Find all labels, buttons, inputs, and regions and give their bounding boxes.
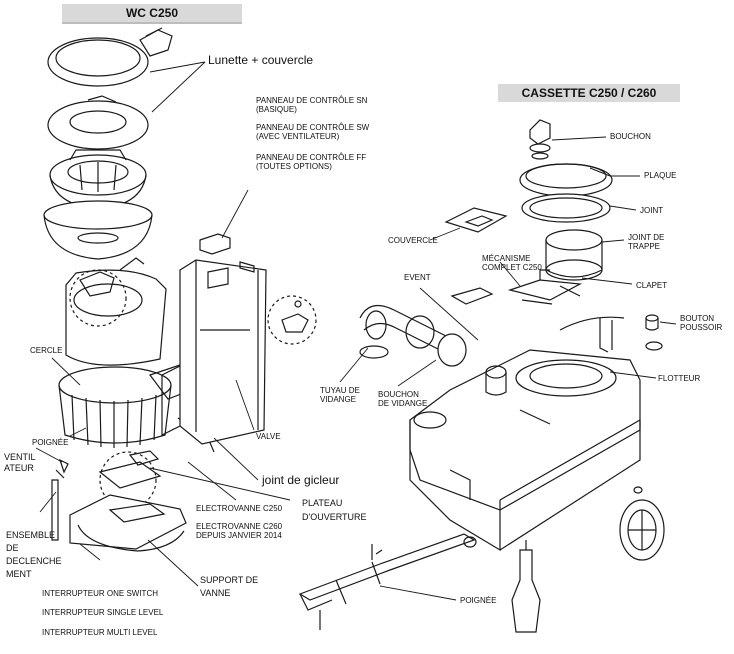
label-panneau-sn: PANNEAU DE CONTRÔLE SN bbox=[256, 96, 368, 105]
label-panneau-ff-sub: (TOUTES OPTIONS) bbox=[256, 162, 332, 171]
label-interrupteur-single: INTERRUPTEUR SINGLE LEVEL bbox=[42, 608, 164, 617]
label-support-cont: VANNE bbox=[200, 588, 231, 598]
seat-ring-part bbox=[47, 95, 149, 150]
label-ensemble-3: DECLENCHE bbox=[6, 556, 62, 566]
label-electrovanne-c250: ELECTROVANNE C250 bbox=[196, 504, 283, 513]
hatch-seal-part bbox=[545, 229, 603, 281]
label-ventilateur: VENTIL bbox=[4, 452, 36, 462]
cassette-tank-part bbox=[409, 349, 641, 552]
label-bouton: BOUTON bbox=[680, 314, 715, 323]
label-tuyau-cont: VIDANGE bbox=[320, 395, 357, 404]
bowl-top-part bbox=[49, 149, 147, 210]
label-joint-gicleur: joint de gicleur bbox=[262, 473, 340, 487]
push-button-part bbox=[645, 314, 663, 351]
label-electrovanne-c260-date: DEPUIS JANVIER 2014 bbox=[196, 531, 282, 540]
label-support: SUPPORT DE bbox=[200, 575, 259, 585]
wc-header: WC C250 bbox=[62, 4, 242, 22]
label-flotteur: FLOTTEUR bbox=[658, 374, 701, 383]
label-valve: VALVE bbox=[256, 432, 281, 441]
label-poignee-right: POIGNÉE bbox=[460, 596, 497, 605]
label-ventilateur-cont: ATEUR bbox=[4, 463, 34, 473]
label-ensemble: ENSEMBLE bbox=[6, 530, 56, 540]
seal-part bbox=[521, 193, 611, 223]
lid-part bbox=[444, 207, 508, 233]
handle-part bbox=[298, 533, 477, 630]
bowl-part bbox=[43, 200, 153, 260]
label-bouchon: BOUCHON bbox=[610, 132, 651, 141]
panel-switch-part bbox=[199, 233, 231, 255]
wc-header-rule bbox=[62, 22, 242, 24]
lever-part bbox=[511, 549, 541, 633]
opening-plate-part bbox=[69, 450, 187, 552]
label-bouchon-vidange: BOUCHON bbox=[378, 390, 419, 399]
trigger-assembly-part bbox=[51, 479, 59, 541]
label-plaque: PLAQUE bbox=[644, 171, 677, 180]
label-panneau-ff: PANNEAU DE CONTRÔLE FF bbox=[256, 153, 367, 162]
label-poignee-left: POIGNÉE bbox=[32, 438, 69, 447]
label-interrupteur-one: INTERRUPTEUR ONE SWITCH bbox=[42, 589, 158, 598]
label-tuyau: TUYAU DE bbox=[320, 386, 360, 395]
cassette-header: CASSETTE C250 / C260 bbox=[498, 84, 680, 102]
seat-cover-part bbox=[47, 27, 173, 87]
label-plateau: PLATEAU bbox=[302, 498, 343, 508]
label-joint-trappe-cont: TRAPPE bbox=[628, 242, 661, 251]
vent-part bbox=[450, 287, 494, 305]
wheel-part bbox=[619, 486, 665, 561]
control-panel-part bbox=[179, 259, 267, 445]
label-joint-trappe: JOINT DE bbox=[628, 233, 665, 242]
label-mecanisme: MÉCANISME bbox=[482, 254, 531, 263]
cap-part bbox=[529, 119, 551, 160]
label-interrupteur-multi: INTERRUPTEUR MULTI LEVEL bbox=[42, 628, 158, 637]
valve-flap-part bbox=[559, 316, 625, 331]
plate-part bbox=[519, 163, 613, 197]
label-panneau-sw-sub: (AVEC VENTILATEUR) bbox=[256, 132, 340, 141]
toilet-body-part bbox=[65, 257, 167, 366]
label-cercle: CERCLE bbox=[30, 346, 63, 355]
label-ensemble-2: DE bbox=[6, 543, 19, 553]
label-bouchon-vidange-cont: DE VIDANGE bbox=[378, 399, 428, 408]
label-couvercle: COUVERCLE bbox=[388, 236, 438, 245]
base-ring-part bbox=[58, 364, 195, 448]
label-lunette: Lunette + couvercle bbox=[208, 53, 314, 67]
label-electrovanne-c260: ELECTROVANNE C260 bbox=[196, 522, 283, 531]
label-joint: JOINT bbox=[640, 206, 664, 215]
label-ensemble-4: MENT bbox=[6, 569, 32, 579]
label-clapet: CLAPET bbox=[636, 281, 668, 290]
label-panneau-sw: PANNEAU DE CONTRÔLE SW bbox=[256, 123, 370, 132]
label-panneau-sn-sub: (BASIQUE) bbox=[256, 105, 297, 114]
label-mecanisme-cont: COMPLET C250 bbox=[482, 263, 542, 272]
mechanism-part bbox=[507, 269, 583, 305]
label-bouton-cont: POUSSOIR bbox=[680, 323, 723, 332]
label-plateau-cont: D'OUVERTURE bbox=[302, 512, 367, 522]
drain-tube-part bbox=[359, 304, 467, 367]
label-event: EVENT bbox=[404, 273, 431, 282]
